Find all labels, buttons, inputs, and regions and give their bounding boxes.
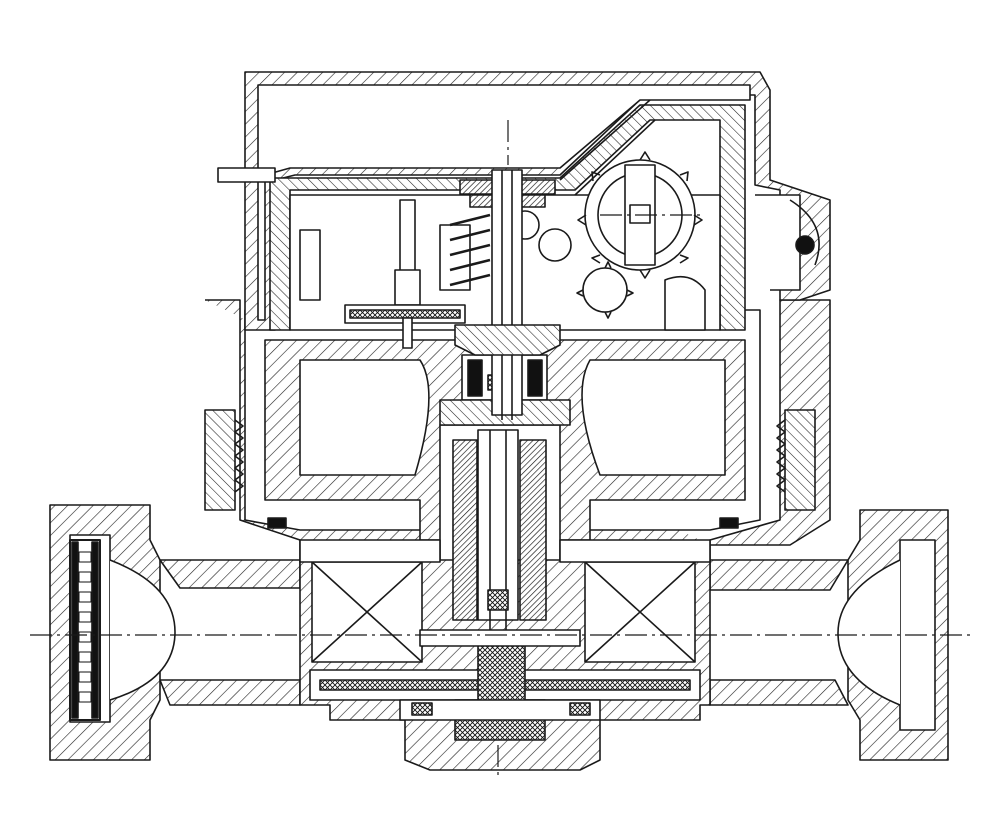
inlet-filter [69, 539, 101, 721]
dial-assembly [299, 199, 466, 349]
rotor-chambers [299, 539, 711, 663]
o-rings [267, 517, 739, 529]
measuring-chamber [264, 339, 746, 660]
spindle [439, 169, 561, 420]
bottom-cap [309, 629, 701, 741]
centerlines [30, 120, 975, 780]
